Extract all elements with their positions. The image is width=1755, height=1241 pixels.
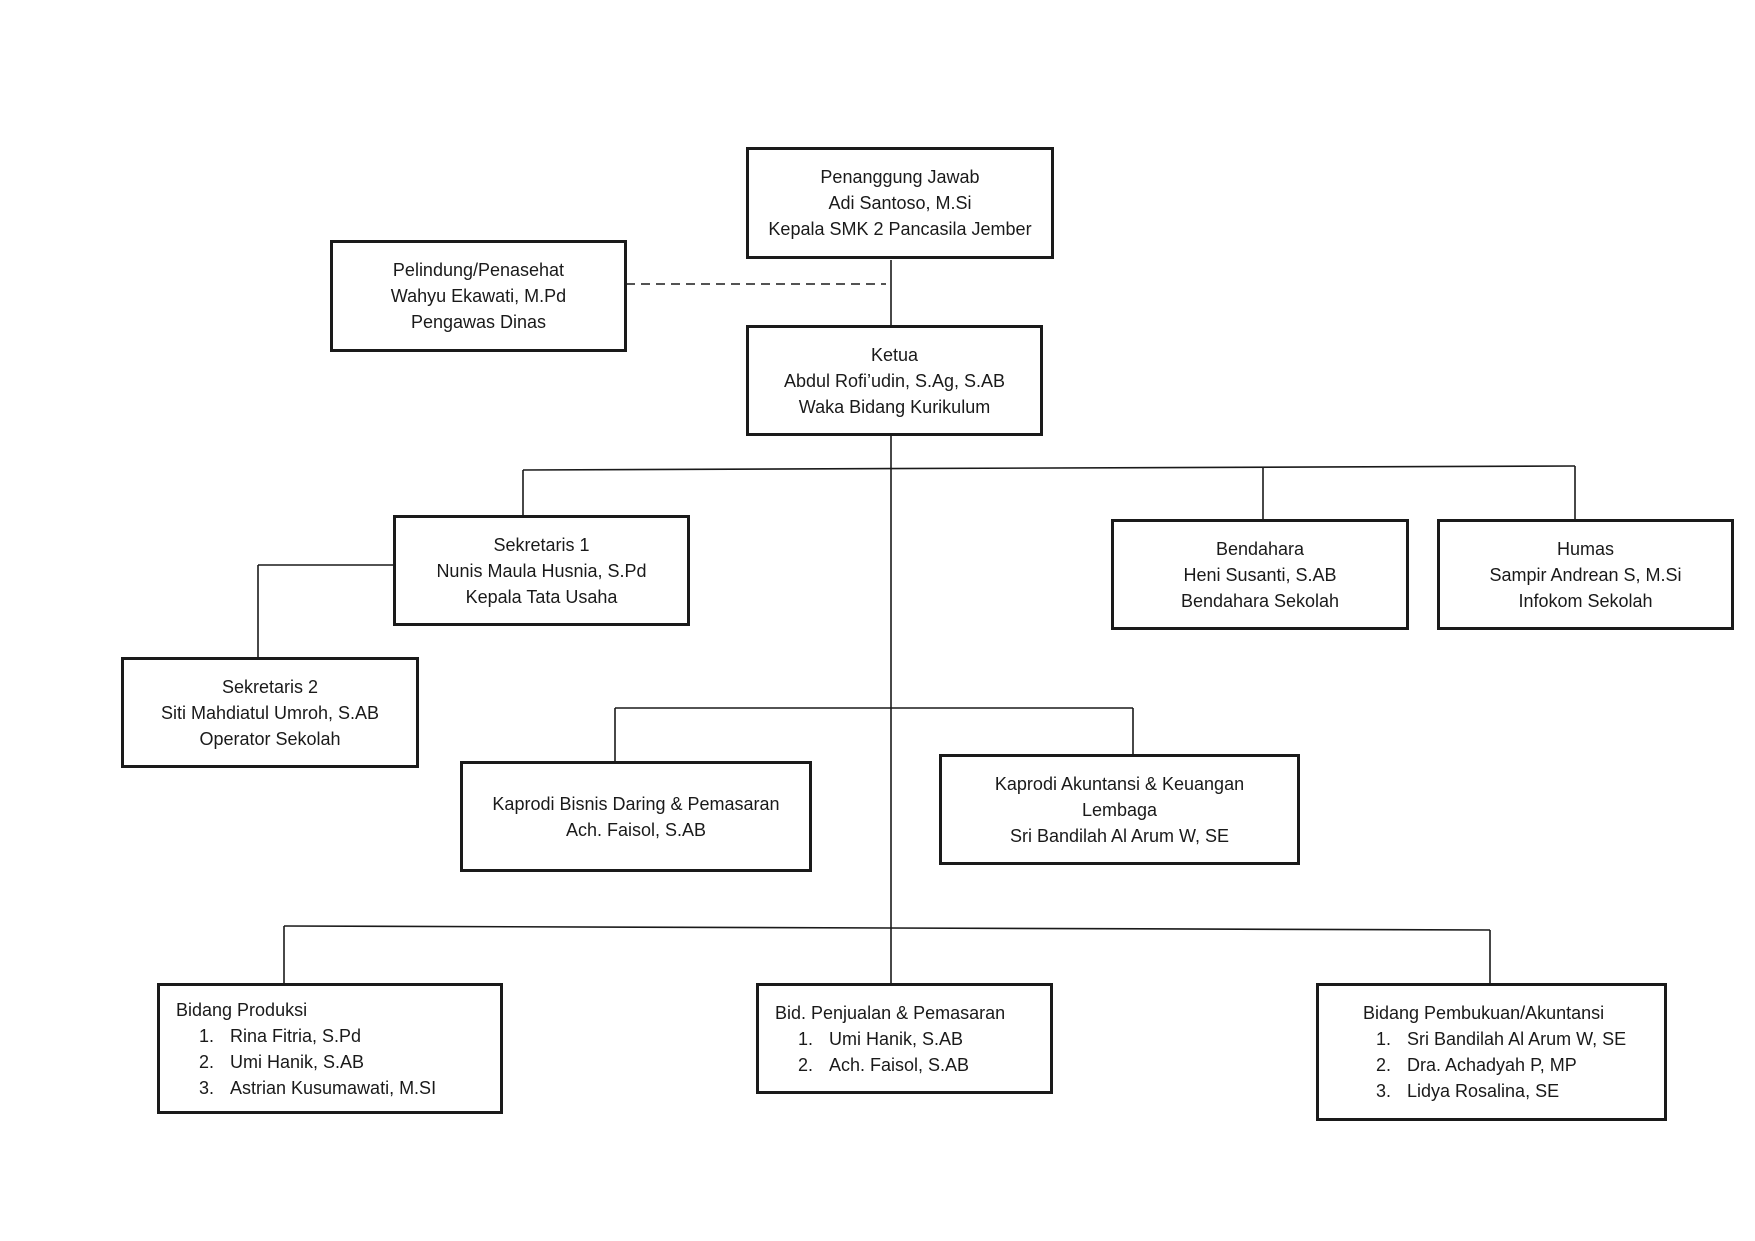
- kaprodi-bdp-name: Ach. Faisol, S.AB: [565, 819, 707, 840]
- bendahara-position: Bendahara Sekolah: [1180, 590, 1340, 611]
- sekretaris1-role: Sekretaris 1: [493, 534, 590, 555]
- list-item-number: 1.: [797, 1028, 813, 1049]
- list-item-name: Sri Bandilah Al Arum W, SE: [1407, 1029, 1627, 1049]
- list-item: 1. Rina Fitria, S.Pd: [176, 1023, 361, 1049]
- bidang-penjualan-title: Bid. Penjualan & Pemasaran: [775, 1002, 1006, 1023]
- list-item-number: 2.: [797, 1054, 813, 1075]
- list-item-name: Lidya Rosalina, SE: [1407, 1081, 1560, 1101]
- bidang-penjualan-box: Bid. Penjualan & Pemasaran 1. Umi Hanik, …: [756, 983, 1053, 1094]
- list-item-name: Astrian Kusumawati, M.SI: [230, 1077, 437, 1098]
- penanggung-jawab-box: Penanggung Jawab Adi Santoso, M.Si Kepal…: [746, 147, 1054, 259]
- list-item-number: 2.: [198, 1051, 214, 1072]
- sekretaris1-box: Sekretaris 1 Nunis Maula Husnia, S.Pd Ke…: [393, 515, 690, 626]
- humas-name: Sampir Andrean S, M.Si: [1489, 564, 1682, 585]
- kaprodi-akl-role-line1: Kaprodi Akuntansi & Keuangan: [994, 773, 1245, 794]
- list-item-number: 1.: [198, 1025, 214, 1046]
- list-item-number: 1.: [1375, 1029, 1391, 1049]
- pelindung-name: Wahyu Ekawati, M.Pd: [390, 286, 567, 306]
- bidang-produksi-box: Bidang Produksi 1. Rina Fitria, S.Pd 2. Um…: [157, 983, 503, 1114]
- bidang-pembukuan-box: Bidang Pembukuan/Akuntansi 1. Sri Bandila…: [1316, 983, 1667, 1121]
- pelindung-box: Pelindung/Penasehat Wahyu Ekawati, M.Pd …: [330, 240, 627, 352]
- kaprodi-akl-box: Kaprodi Akuntansi & Keuangan Lembaga Sri…: [939, 754, 1300, 865]
- list-item: 3. Lidya Rosalina, SE: [1319, 1078, 1559, 1104]
- list-item-number: 2.: [1375, 1055, 1391, 1075]
- pelindung-role: Pelindung/Penasehat: [392, 260, 565, 280]
- list-item: 2. Umi Hanik, S.AB: [176, 1049, 364, 1075]
- top-branch-bar: [522, 465, 1576, 471]
- bendahara-box: Bendahara Heni Susanti, S.AB Bendahara S…: [1111, 519, 1409, 630]
- pelindung-position: Pengawas Dinas: [410, 312, 547, 332]
- humas-position: Infokom Sekolah: [1518, 590, 1653, 611]
- list-item: 1. Umi Hanik, S.AB: [775, 1026, 963, 1052]
- humas-box: Humas Sampir Andrean S, M.Si Infokom Sek…: [1437, 519, 1734, 630]
- kaprodi-akl-name: Sri Bandilah Al Arum W, SE: [1009, 825, 1230, 846]
- kaprodi-bdp-box: Kaprodi Bisnis Daring & Pemasaran Ach. F…: [460, 761, 812, 872]
- list-item-number: 3.: [1375, 1081, 1391, 1101]
- sekretaris2-position: Operator Sekolah: [199, 728, 341, 749]
- ketua-position: Waka Bidang Kurikulum: [798, 396, 991, 417]
- sekretaris2-box: Sekretaris 2 Siti Mahdiatul Umroh, S.AB …: [121, 657, 419, 768]
- kaprodi-bdp-role: Kaprodi Bisnis Daring & Pemasaran: [492, 793, 780, 814]
- bendahara-role: Bendahara: [1215, 538, 1305, 559]
- list-item-number: 3.: [198, 1077, 214, 1098]
- list-item-name: Umi Hanik, S.AB: [829, 1028, 964, 1049]
- list-item: 1. Sri Bandilah Al Arum W, SE: [1319, 1026, 1626, 1052]
- list-item-name: Rina Fitria, S.Pd: [230, 1025, 362, 1046]
- bidang-pembukuan-title: Bidang Pembukuan/Akuntansi: [1363, 1003, 1605, 1023]
- list-item: 2. Dra. Achadyah P, MP: [1319, 1052, 1577, 1078]
- ketua-role: Ketua: [870, 344, 919, 365]
- list-item-name: Umi Hanik, S.AB: [230, 1051, 365, 1072]
- list-item-name: Ach. Faisol, S.AB: [829, 1054, 970, 1075]
- sekretaris2-name: Siti Mahdiatul Umroh, S.AB: [160, 702, 380, 723]
- bendahara-name: Heni Susanti, S.AB: [1183, 564, 1337, 585]
- list-item-name: Dra. Achadyah P, MP: [1407, 1055, 1577, 1075]
- penanggung-jawab-position: Kepala SMK 2 Pancasila Jember: [768, 219, 1032, 239]
- kaprodi-akl-role-line2: Lembaga: [1081, 799, 1158, 820]
- penanggung-jawab-name: Adi Santoso, M.Si: [828, 193, 972, 213]
- bidang-produksi-title: Bidang Produksi: [176, 999, 308, 1020]
- bidang-branch-bar: [283, 925, 1491, 931]
- penanggung-jawab-role: Penanggung Jawab: [820, 167, 980, 187]
- ketua-box: Ketua Abdul Rofi’udin, S.Ag, S.AB Waka B…: [746, 325, 1043, 436]
- ketua-name: Abdul Rofi’udin, S.Ag, S.AB: [783, 370, 1006, 391]
- sekretaris2-role: Sekretaris 2: [221, 676, 319, 697]
- sekretaris1-name: Nunis Maula Husnia, S.Pd: [436, 560, 647, 581]
- list-item: 3. Astrian Kusumawati, M.SI: [176, 1075, 436, 1101]
- humas-role: Humas: [1556, 538, 1614, 559]
- list-item: 2. Ach. Faisol, S.AB: [775, 1052, 969, 1078]
- sekretaris1-position: Kepala Tata Usaha: [465, 586, 618, 607]
